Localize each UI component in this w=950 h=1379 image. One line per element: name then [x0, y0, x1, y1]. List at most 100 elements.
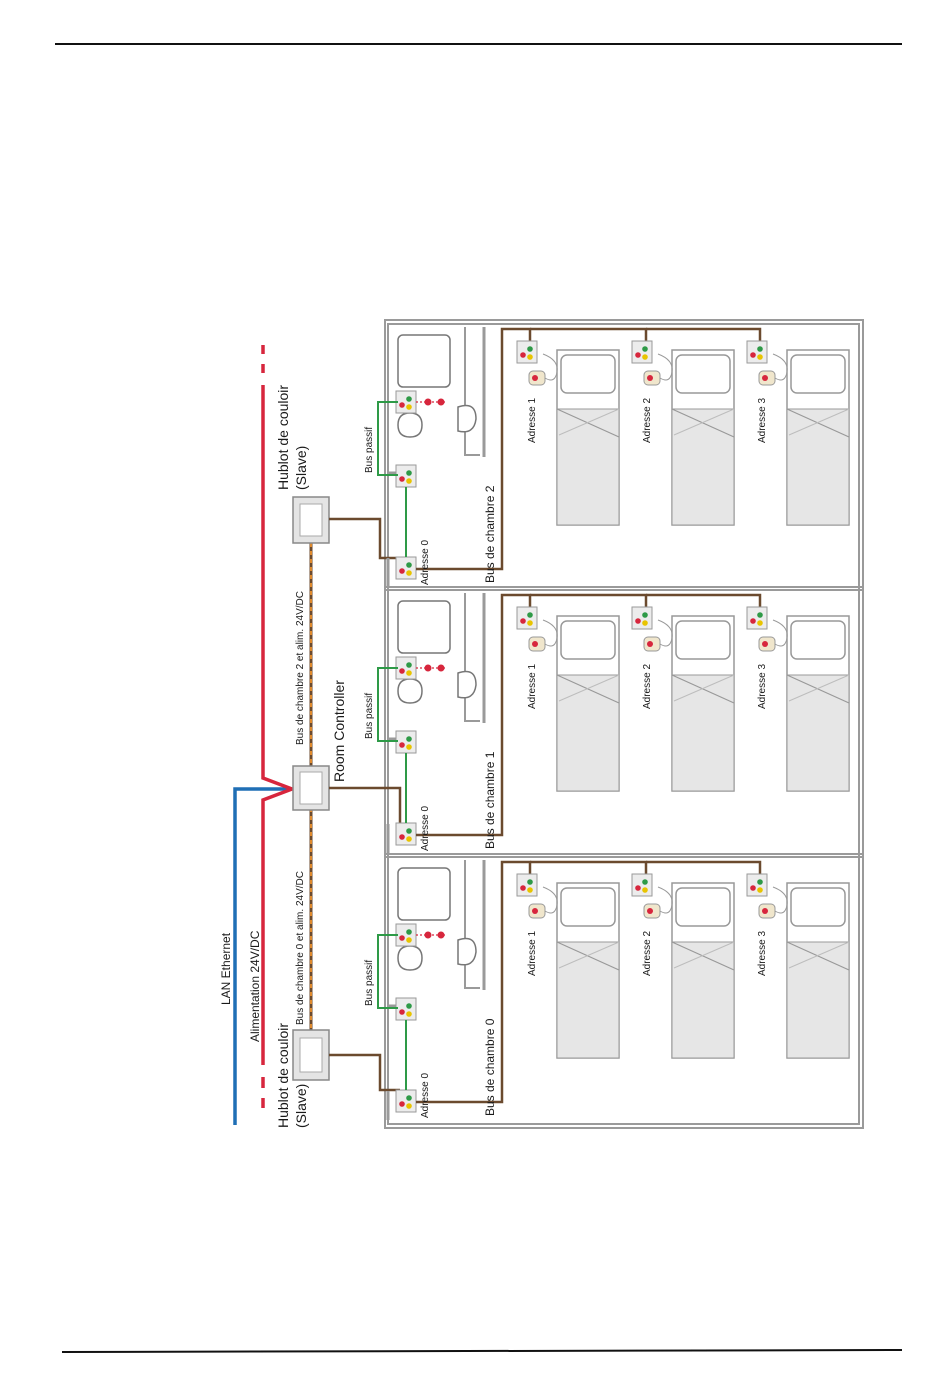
lan-ethernet-line: [233, 787, 292, 1125]
blanket: [671, 941, 735, 1059]
led-green-icon: [406, 562, 412, 568]
room-bus-label: Bus de chambre 0: [483, 1018, 497, 1116]
led-red-icon: [750, 885, 756, 891]
led-red-icon: [635, 352, 641, 358]
bus-2-alim-label: Bus de chambre 2 et alim. 24V/DC: [295, 591, 306, 745]
toilet: [397, 678, 423, 704]
toilet: [397, 945, 423, 971]
sink: [457, 937, 477, 966]
room-bus-label: Bus de chambre 2: [483, 485, 497, 583]
led-green-icon: [642, 879, 648, 885]
led-yellow-icon: [406, 836, 412, 842]
bus-passif-label: Bus passif: [364, 960, 375, 1006]
bottom-rule: [61, 1349, 903, 1353]
pillow: [560, 354, 616, 394]
led-yellow-icon: [757, 887, 763, 893]
blanket: [786, 408, 850, 526]
device-link-0: [329, 1053, 400, 1092]
pillow: [790, 887, 846, 927]
passive-panel: [395, 464, 417, 488]
passive-bus-line: [377, 667, 398, 742]
led-green-icon: [406, 736, 412, 742]
blanket: [786, 941, 850, 1059]
bed-2: [671, 349, 735, 526]
bed-1: [556, 349, 620, 526]
bed-2: [671, 882, 735, 1059]
bed-panel-1: [516, 873, 538, 897]
led-green-icon: [406, 1095, 412, 1101]
passive-panel: [395, 997, 417, 1021]
passive-bus-line: [377, 934, 398, 1009]
led-yellow-icon: [642, 887, 648, 893]
led-yellow-icon: [527, 887, 533, 893]
room-bus-line: [416, 593, 532, 837]
door-panel-adresse-0: [395, 1089, 417, 1113]
led-red-icon: [399, 742, 405, 748]
led-yellow-icon: [406, 570, 412, 576]
led-green-icon: [406, 662, 412, 668]
led-red-icon: [750, 352, 756, 358]
led-red-icon: [399, 1009, 405, 1015]
toilet: [397, 412, 423, 438]
shower-tray: [397, 867, 451, 921]
led-red-icon: [399, 568, 405, 574]
led-yellow-icon: [642, 354, 648, 360]
hublot-slave-bottom: [292, 1029, 330, 1081]
bus-passif-label: Bus passif: [364, 427, 375, 473]
bed-address-label-2: Adresse 2: [642, 931, 653, 976]
led-yellow-icon: [406, 404, 412, 410]
led-green-icon: [757, 346, 763, 352]
bed-address-label-3: Adresse 3: [757, 931, 768, 976]
power-line: [261, 345, 297, 1108]
bed-address-label-1: Adresse 1: [527, 931, 538, 976]
bed-1: [556, 615, 620, 792]
bathroom-panel: [395, 656, 417, 680]
led-green-icon: [757, 879, 763, 885]
room-controller-label: Room Controller: [331, 680, 347, 782]
pillow: [560, 620, 616, 660]
pillow: [790, 620, 846, 660]
passive-panel: [395, 730, 417, 754]
bed-address-label-1: Adresse 1: [527, 398, 538, 443]
bed-address-label-3: Adresse 3: [757, 664, 768, 709]
pillow: [675, 354, 731, 394]
pillow: [675, 887, 731, 927]
bathroom-wall: [464, 327, 480, 456]
bed-panel-2: [631, 340, 653, 364]
led-yellow-icon: [406, 937, 412, 943]
pillow: [560, 887, 616, 927]
device-to-room-links: [329, 517, 402, 1092]
led-red-icon: [399, 402, 405, 408]
bus-passif-label: Bus passif: [364, 693, 375, 739]
bed-2: [671, 615, 735, 792]
bus-0-alim-label: Bus de chambre 0 et alim. 24V/DC: [295, 871, 306, 1025]
bed-3: [786, 615, 850, 792]
bed-1: [556, 882, 620, 1059]
bed-panel-3: [746, 340, 768, 364]
bed-panel-3: [746, 873, 768, 897]
led-yellow-icon: [406, 478, 412, 484]
led-green-icon: [406, 828, 412, 834]
bathroom-wall: [464, 860, 480, 989]
alimentation-label: Alimentation 24V/DC: [248, 930, 262, 1042]
room-bus-label: Bus de chambre 1: [483, 751, 497, 849]
door-panel-adresse-0: [395, 556, 417, 580]
bed-3: [786, 882, 850, 1059]
led-green-icon: [527, 612, 533, 618]
passive-bus-line: [377, 401, 398, 476]
blanket: [671, 408, 735, 526]
led-green-icon: [406, 396, 412, 402]
led-yellow-icon: [406, 1103, 412, 1109]
door-panel-adresse-0: [395, 822, 417, 846]
blanket: [556, 941, 620, 1059]
building-outline: [384, 319, 864, 1129]
sink: [457, 670, 477, 699]
lan-ethernet-label: LAN Ethernet: [219, 932, 233, 1005]
blanket: [671, 674, 735, 792]
hublot-bottom-label-line2: (Slave): [293, 1084, 309, 1128]
led-green-icon: [406, 1003, 412, 1009]
led-red-icon: [520, 618, 526, 624]
bed-address-label-3: Adresse 3: [757, 398, 768, 443]
